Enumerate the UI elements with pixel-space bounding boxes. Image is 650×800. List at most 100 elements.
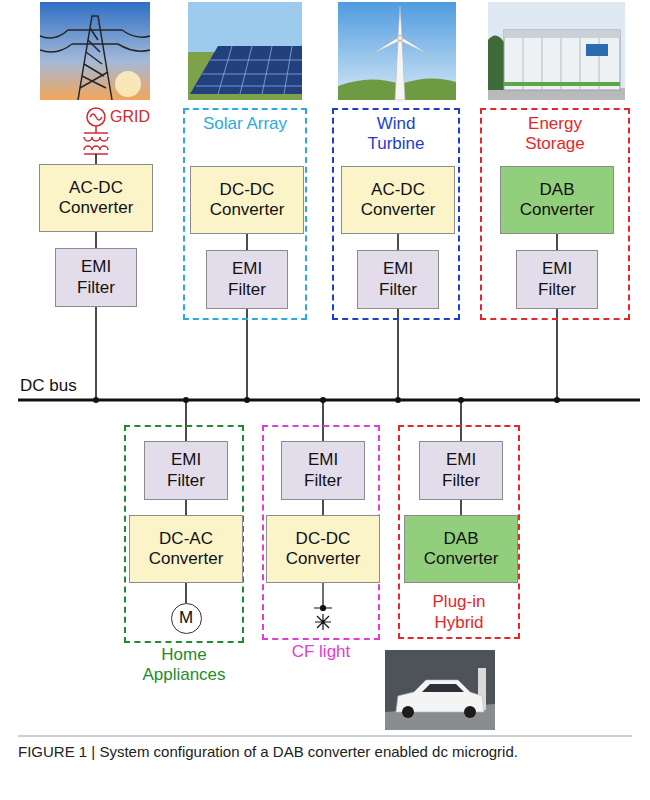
grid-photo	[80, 28, 108, 88]
bus-junction-dots	[554, 397, 560, 403]
grid-photo	[115, 71, 141, 97]
subsystem-group: CF lightEMI FilterDC-DC Converter	[262, 425, 380, 640]
figure-caption: FIGURE 1 | System configuration of a DAB…	[18, 742, 538, 762]
connector-wire	[246, 234, 248, 250]
box-label: AC-DC Converter	[48, 178, 144, 219]
wind-photo	[338, 2, 456, 100]
motor-letter: M	[179, 608, 193, 628]
bus-label: DC bus	[20, 376, 77, 396]
wind-photo	[372, 37, 401, 54]
group-heading: Solar Array	[202, 114, 288, 134]
cf-lamp-symbol	[315, 614, 331, 630]
solar-photo	[188, 2, 302, 52]
car-photo	[385, 650, 495, 730]
grid-photo	[40, 16, 150, 100]
grid-transformer-symbol	[84, 132, 108, 134]
grid-transformer-symbol	[95, 126, 97, 133]
box-label: DAB Converter	[413, 529, 509, 570]
grid-wire	[95, 154, 97, 164]
dab-converter-box: DAB Converter	[404, 515, 518, 583]
emi-filter-box: EMI Filter	[55, 248, 137, 307]
connector-wire	[556, 234, 558, 250]
motor-circle: M	[171, 603, 202, 634]
wind-photo	[372, 6, 428, 54]
grid-photo	[40, 2, 150, 100]
bus-junction-dots	[183, 397, 189, 403]
converter-box: AC-DC Converter	[39, 164, 153, 232]
grid-transformer-symbol	[84, 137, 108, 141]
wind-photo	[397, 35, 403, 41]
grid-photo	[78, 16, 112, 100]
bus-junction-dots	[395, 397, 401, 403]
connector-wire	[397, 234, 399, 250]
subsystem-group: Plug-in Hybrid EMI FilterDAB Converter	[398, 425, 520, 639]
wind-photo	[399, 37, 428, 54]
grid-photo	[40, 30, 150, 52]
subsystem-group: Solar ArrayDC-DC ConverterEMI Filter	[183, 108, 307, 320]
converter-box: AC-DC Converter	[341, 166, 455, 234]
box-label: EMI Filter	[368, 259, 428, 300]
emi-filter-box: EMI Filter	[144, 441, 228, 500]
solar-photo	[190, 46, 302, 94]
cf-lamp-symbol	[314, 583, 332, 608]
car-photo	[385, 650, 495, 730]
emi-filter-box: EMI Filter	[516, 250, 598, 309]
emi-filter-box: EMI Filter	[419, 441, 503, 500]
storage-photo	[504, 30, 620, 90]
connector-wire	[185, 500, 187, 515]
connector-layer	[96, 232, 557, 603]
grid-transformer-symbol	[84, 126, 108, 154]
group-heading: CF light	[265, 642, 377, 662]
cf-lamp-symbol	[321, 606, 326, 611]
converter-box: DC-AC Converter	[129, 515, 243, 583]
bus-junction-dots	[93, 397, 560, 403]
converter-box: DC-DC Converter	[190, 166, 304, 234]
storage-photo	[488, 2, 625, 100]
solar-photo	[218, 46, 292, 94]
solar-photo	[196, 46, 302, 94]
wind-photo	[338, 2, 456, 100]
box-label: EMI Filter	[156, 450, 216, 491]
storage-photo	[488, 2, 625, 100]
box-label: DC-AC Converter	[138, 529, 234, 570]
storage-photo	[586, 44, 608, 56]
connector-wire	[185, 583, 187, 603]
emi-filter-box: EMI Filter	[281, 441, 365, 500]
dc-bus-line	[186, 400, 461, 441]
solar-photo	[188, 2, 302, 100]
box-label: EMI Filter	[527, 259, 587, 300]
group-heading: Plug-in Hybrid	[416, 592, 502, 633]
grid-label: GRID	[110, 107, 150, 126]
caption-rule	[18, 736, 632, 737]
box-label: DC-DC Converter	[275, 529, 371, 570]
box-label: EMI Filter	[431, 450, 491, 491]
emi-filter-box: EMI Filter	[206, 250, 288, 309]
storage-photo	[504, 30, 620, 38]
grid-transformer-symbol	[84, 146, 108, 150]
converter-box: DC-DC Converter	[266, 515, 380, 583]
grid-source-symbol	[90, 114, 102, 120]
grid-photo	[68, 30, 122, 44]
car-photo	[402, 706, 414, 718]
wind-photo	[395, 40, 405, 100]
cf-lamp-symbol	[314, 583, 332, 630]
car-photo	[422, 684, 464, 692]
wind-photo	[398, 6, 402, 38]
group-heading: Home Appliances	[128, 645, 240, 686]
dc-bus-line	[18, 399, 640, 402]
grid-photo	[40, 2, 150, 100]
grid-source-symbol	[87, 108, 105, 126]
box-label: DC-DC Converter	[199, 180, 295, 221]
bus-junction-dots	[244, 397, 250, 403]
emi-filter-box: EMI Filter	[357, 250, 439, 309]
group-heading: Energy Storage	[512, 114, 598, 155]
storage-photo	[504, 82, 620, 86]
subsystem-group: Wind TurbineAC-DC ConverterEMI Filter	[332, 108, 460, 320]
box-label: EMI Filter	[217, 259, 277, 300]
box-label: EMI Filter	[66, 257, 126, 298]
group-heading: Wind Turbine	[353, 114, 439, 155]
box-label: DAB Converter	[509, 180, 605, 221]
box-label: EMI Filter	[293, 450, 353, 491]
dab-converter-box: DAB Converter	[500, 166, 614, 234]
